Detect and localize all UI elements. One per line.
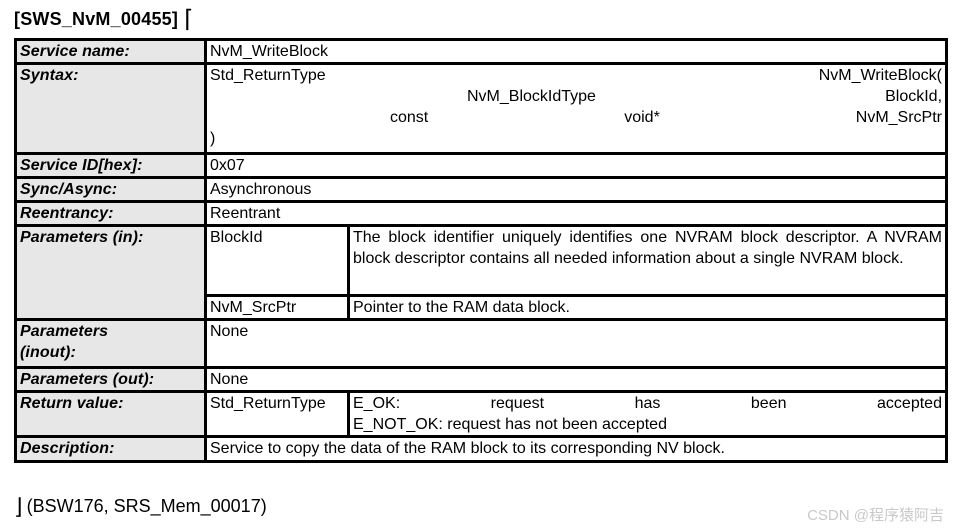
description-label: Description: <box>14 435 207 463</box>
service-spec-table: Service name: NvM_WriteBlock Syntax: Std… <box>14 38 949 463</box>
syntax-param-type-2: void* <box>624 109 660 126</box>
parameter-desc-blockid: The block identifier uniquely identifies… <box>346 224 949 297</box>
row-parameters-in-2: NvM_SrcPtr Pointer to the RAM data block… <box>16 294 949 321</box>
return-value-label: Return value: <box>14 390 207 438</box>
service-name-label: Service name: <box>14 38 207 65</box>
sync-async-label: Sync/Async: <box>14 176 207 203</box>
parameters-inout-value: None <box>203 318 949 369</box>
row-parameters-in-1: Parameters (in): BlockId The block ident… <box>14 224 949 321</box>
description-value: Service to copy the data of the RAM bloc… <box>203 435 949 463</box>
row-reentrancy: Reentrancy: Reentrant <box>14 200 949 227</box>
row-description: Description: Service to copy the data of… <box>14 435 949 463</box>
return-type: Std_ReturnType <box>204 390 350 438</box>
row-parameters-inout: Parameters (inout): None <box>14 318 949 369</box>
return-value-line-1: E_OK: request has been accepted <box>353 395 942 415</box>
parameter-name-blockid: BlockId <box>204 224 350 297</box>
word: request <box>490 395 545 412</box>
parameters-out-label: Parameters (out): <box>14 366 207 393</box>
parameter-desc-srcptr: Pointer to the RAM data block. <box>346 294 949 321</box>
row-parameters-out: Parameters (out): None <box>14 366 949 393</box>
requirement-id-text: [SWS_NvM_00455] <box>14 9 179 29</box>
reentrancy-value: Reentrant <box>203 200 949 227</box>
syntax-line-4: ) <box>210 128 942 149</box>
parameters-out-value: None <box>203 366 949 393</box>
syntax-function-name: NvM_WriteBlock( <box>818 67 943 84</box>
reentrancy-label: Reentrancy: <box>14 200 207 227</box>
syntax-label: Syntax: <box>14 62 207 155</box>
syntax-param-name-2: NvM_SrcPtr <box>855 109 942 126</box>
service-id-value: 0x07 <box>203 152 949 179</box>
open-ceiling-bracket: ⌈ <box>184 6 194 33</box>
trace-references: (BSW176, SRS_Mem_00017) <box>26 496 267 516</box>
syntax-line-2: NvM_BlockIdType BlockId, <box>210 86 942 107</box>
syntax-code-cell: Std_ReturnType NvM_WriteBlock( NvM_BlockI… <box>203 62 949 155</box>
closing-trace-line: ⌋(BSW176, SRS_Mem_00017) <box>14 494 267 520</box>
syntax-const-keyword: const <box>390 109 429 126</box>
syntax-line-3: const void* NvM_SrcPtr <box>210 107 942 128</box>
word: accepted <box>877 395 942 412</box>
csdn-watermark: CSDN @程序猿阿吉 <box>807 507 944 524</box>
word: been <box>750 395 787 412</box>
parameters-in-label: Parameters (in): <box>14 224 207 321</box>
return-value-line-2: E_NOT_OK: request has not been accepted <box>353 416 667 433</box>
sync-async-value: Asynchronous <box>203 176 949 203</box>
row-syntax: Syntax: Std_ReturnType NvM_WriteBlock( Nv… <box>14 62 949 155</box>
parameters-inout-label-text: Parameters (inout): <box>20 323 109 361</box>
row-return-value: Return value: Std_ReturnType E_OK: reques… <box>14 390 949 438</box>
syntax-return-type: Std_ReturnType <box>210 67 326 84</box>
parameter-name-srcptr: NvM_SrcPtr <box>204 294 350 321</box>
return-value-desc-cell: E_OK: request has been accepted E_NOT_OK: re… <box>346 390 949 438</box>
syntax-line-1: Std_ReturnType NvM_WriteBlock( <box>210 67 943 87</box>
row-sync-async: Sync/Async: Asynchronous <box>14 176 949 203</box>
syntax-closing-paren: ) <box>210 130 216 147</box>
syntax-param-name-1: BlockId, <box>885 88 943 105</box>
syntax-param-type-1: NvM_BlockIdType <box>467 88 596 105</box>
close-floor-bracket: ⌋ <box>14 494 23 519</box>
word: has <box>634 395 661 412</box>
row-service-id: Service ID[hex]: 0x07 <box>14 152 949 179</box>
row-service-name: Service name: NvM_WriteBlock <box>14 38 949 65</box>
word: E_OK: <box>353 395 401 412</box>
parameters-inout-label: Parameters (inout): <box>14 318 207 369</box>
service-id-label: Service ID[hex]: <box>14 152 207 179</box>
service-name-value: NvM_WriteBlock <box>203 38 949 65</box>
requirement-id-title: [SWS_NvM_00455]⌈ <box>14 5 194 34</box>
